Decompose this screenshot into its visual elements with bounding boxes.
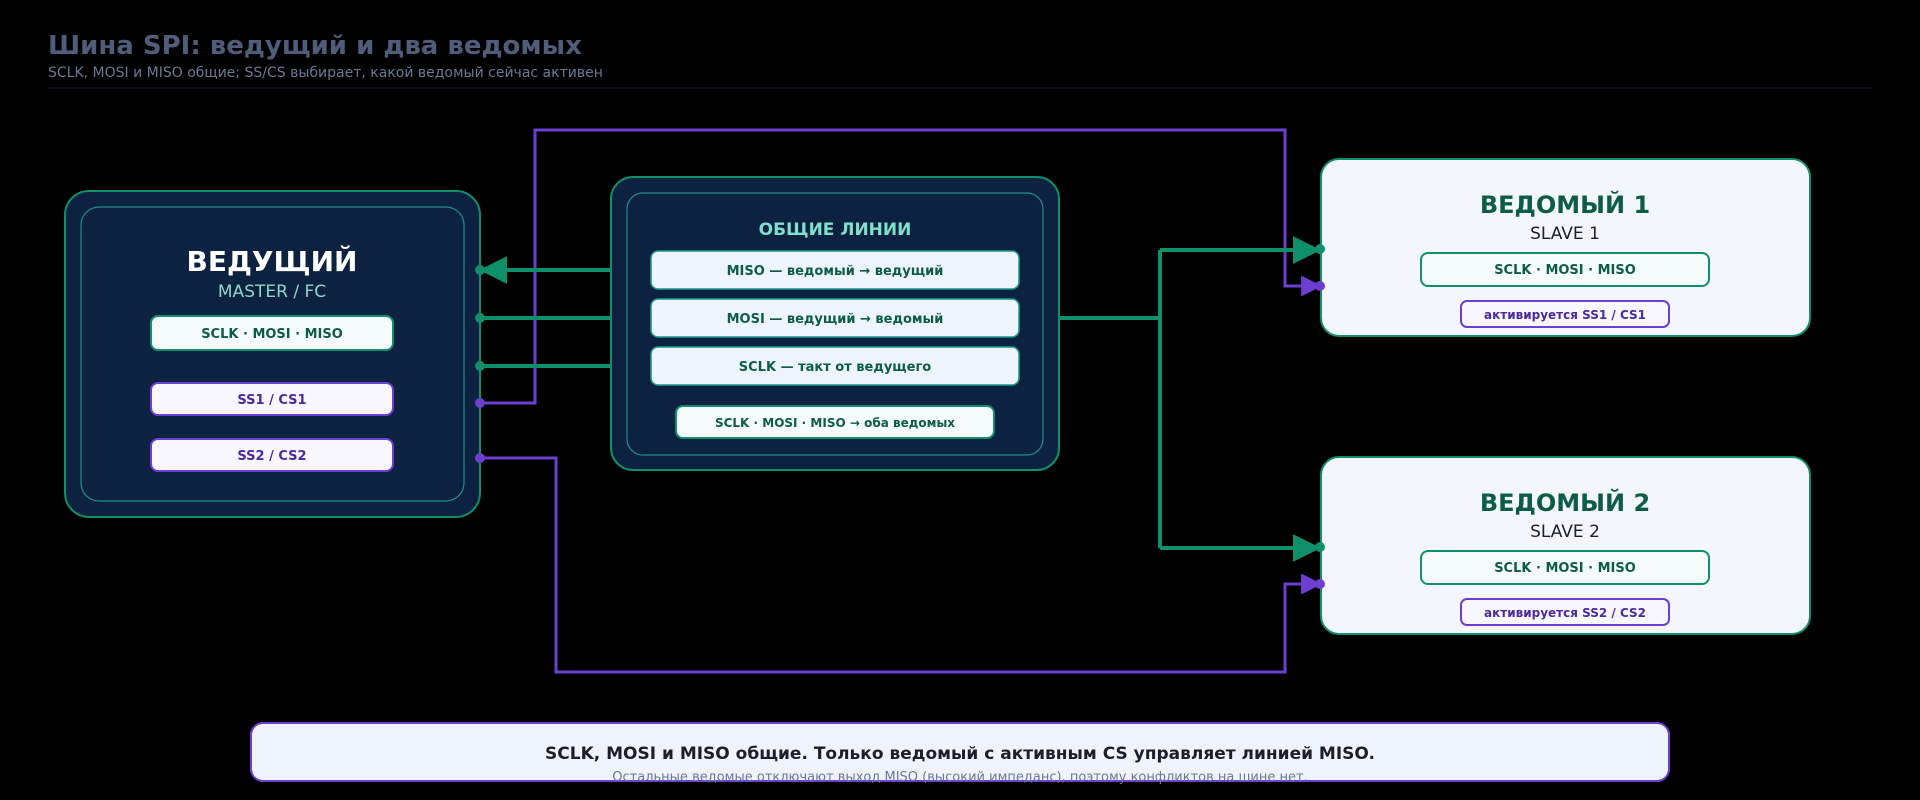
- slave2-cs-port: [1315, 579, 1325, 589]
- master-bus-pill: [150, 315, 394, 351]
- page-title: Шина SPI: ведущий и два ведомых: [48, 31, 582, 61]
- shared-mosi-label: MOSI — ведущий → ведомый: [727, 312, 944, 327]
- slave1-cs-port: [1315, 281, 1325, 291]
- master-ss1-port: [475, 398, 485, 408]
- master-bus-pill-label: SCLK · MOSI · MISO: [201, 327, 343, 342]
- slave1-bus-port: [1315, 244, 1325, 254]
- shared-note-pill: [675, 405, 995, 439]
- master-ss2-port: [475, 453, 485, 463]
- ss1-line: [480, 128, 1323, 405]
- master-mosi-port: [475, 313, 485, 323]
- master-miso-port: [475, 265, 485, 275]
- ss2-line: [480, 456, 1323, 674]
- shared-miso-pill: [650, 250, 1020, 290]
- slave2-subtitle: SLAVE 2: [1530, 522, 1600, 542]
- page-subtitle: SCLK, MOSI и MISO общие; SS/CS выбирает,…: [48, 65, 603, 81]
- shared-sclk-label: SCLK — такт от ведущего: [739, 360, 931, 375]
- slave1-cs-pill: [1460, 300, 1670, 328]
- slave1-cs-pill-label: активируется SS1 / CS1: [1484, 308, 1646, 322]
- master-title: ВЕДУЩИЙ: [187, 244, 358, 278]
- slave1-bus-pill-label: SCLK · MOSI · MISO: [1494, 263, 1636, 278]
- master-sclk-port: [475, 361, 485, 371]
- slave2-bus-port: [1315, 542, 1325, 552]
- slave1-box: ВЕДОМЫЙ 1 SLAVE 1 SCLK · MOSI · MISO акт…: [1320, 158, 1811, 337]
- slave2-title: ВЕДОМЫЙ 2: [1480, 488, 1650, 517]
- slave2-cs-pill: [1460, 598, 1670, 626]
- shared-title: ОБЩИЕ ЛИНИИ: [759, 220, 912, 240]
- shared-lines-box: ОБЩИЕ ЛИНИИ MISO — ведомый → ведущий MOS…: [610, 176, 1060, 471]
- footer-line2: Остальные ведомые отключают выход MISO (…: [612, 770, 1307, 785]
- slave1-bus-pill: [1420, 252, 1710, 287]
- footer-note: SCLK, MOSI и MISO общие. Только ведомый …: [250, 722, 1670, 785]
- master-ss1-pill: [150, 382, 394, 416]
- slave2-cs-pill-label: активируется SS2 / CS2: [1484, 606, 1646, 620]
- shared-sclk-pill: [650, 346, 1020, 386]
- shared-note-label: SCLK · MOSI · MISO → оба ведомых: [715, 416, 955, 430]
- shared-miso-label: MISO — ведомый → ведущий: [727, 264, 944, 279]
- master-ss2-pill: [150, 438, 394, 472]
- slave1-subtitle: SLAVE 1: [1530, 224, 1600, 244]
- master-box: ВЕДУЩИЙ MASTER / FC SCLK · MOSI · MISO S…: [64, 190, 481, 518]
- master-ss2-pill-label: SS2 / CS2: [237, 449, 306, 464]
- slave2-bus-pill-label: SCLK · MOSI · MISO: [1494, 561, 1636, 576]
- slave2-bus-pill: [1420, 550, 1710, 585]
- slave1-title: ВЕДОМЫЙ 1: [1480, 190, 1650, 219]
- master-subtitle: MASTER / FC: [218, 282, 326, 302]
- slave2-box: ВЕДОМЫЙ 2 SLAVE 2 SCLK · MOSI · MISO акт…: [1320, 456, 1811, 635]
- footer-line1: SCLK, MOSI и MISO общие. Только ведомый …: [545, 744, 1375, 764]
- shared-mosi-pill: [650, 298, 1020, 338]
- master-ss1-pill-label: SS1 / CS1: [237, 393, 306, 408]
